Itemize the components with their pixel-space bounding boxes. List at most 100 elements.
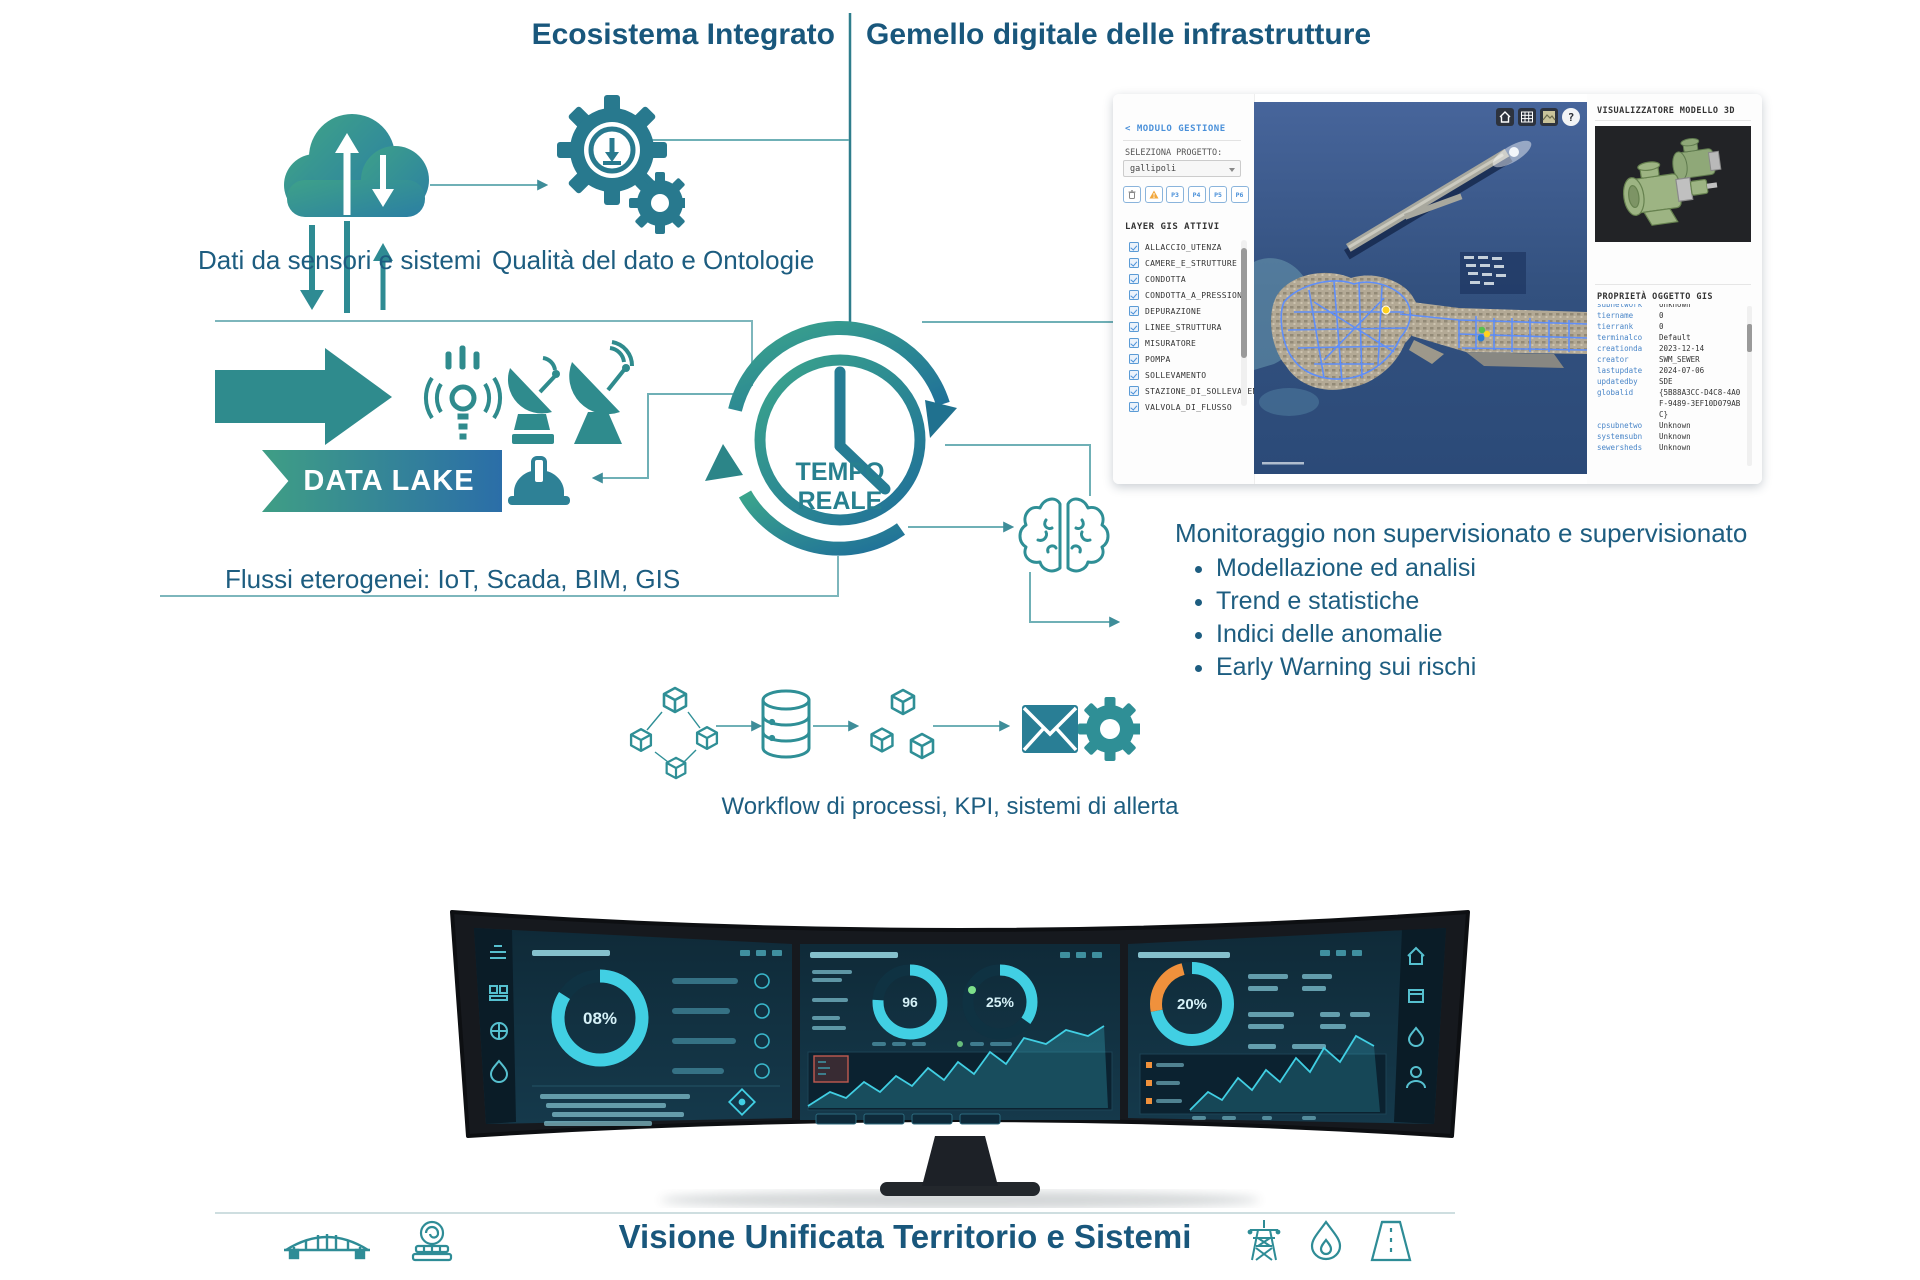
model-3d-viewport[interactable] — [1595, 126, 1751, 242]
basemap-button[interactable] — [1540, 108, 1558, 126]
checkbox-checked-icon[interactable] — [1129, 402, 1139, 412]
cloud-shape — [284, 114, 429, 217]
checkbox-checked-icon[interactable] — [1129, 274, 1139, 284]
hard-hat-icon — [508, 456, 570, 505]
checkbox-checked-icon[interactable] — [1129, 338, 1139, 348]
monitoring-title: Monitoraggio non supervisionato e superv… — [1175, 518, 1748, 548]
control-room-monitor: 08% 96 — [450, 910, 1470, 1208]
properties-scrollbar[interactable] — [1747, 306, 1752, 466]
layer-item[interactable]: DEPURAZIONE — [1129, 304, 1201, 318]
workflow-icons — [629, 686, 1140, 780]
trash-icon — [1128, 190, 1136, 199]
p5-button[interactable]: P5 — [1209, 186, 1227, 203]
alert-icon — [1149, 190, 1158, 199]
cloud-sync-icon — [284, 95, 685, 313]
project-select-label: SELEZIONA PROGETTO: — [1125, 148, 1223, 158]
checkbox-checked-icon[interactable] — [1129, 370, 1139, 380]
layer-item[interactable]: MISURATORE — [1129, 336, 1196, 350]
map-marina — [1460, 252, 1526, 294]
mail-alert-icon — [1022, 705, 1078, 753]
gis-right-panel: VISUALIZZATORE MODELLO 3D — [1587, 94, 1762, 484]
cloud-io-arrows — [300, 221, 393, 313]
realtime-cycle-icon: TEMPO REALE — [705, 320, 957, 556]
layer-label: DEPURAZIONE — [1145, 306, 1202, 316]
dashboard-screen-left: 08% — [474, 928, 792, 1126]
monitoring-bullet: Trend e statistiche — [1216, 585, 1476, 617]
map-scalebar — [1262, 462, 1304, 465]
brain-icon — [1018, 497, 1110, 573]
home-icon — [1499, 111, 1511, 123]
flows-label: Flussi eterogenei: IoT, Scada, BIM, GIS — [225, 564, 681, 594]
clock-hands — [834, 366, 891, 495]
gis-left-panel: < MODULO GESTIONE SELEZIONA PROGETTO: ga… — [1113, 94, 1267, 484]
home-button[interactable] — [1496, 108, 1514, 126]
checkbox-checked-icon[interactable] — [1129, 258, 1139, 268]
gis-app-window: < MODULO GESTIONE SELEZIONA PROGETTO: ga… — [1113, 94, 1762, 484]
checkbox-checked-icon[interactable] — [1129, 242, 1139, 252]
gear-icon — [1078, 697, 1140, 761]
layer-label: POMPA — [1145, 354, 1171, 364]
cube-stack-icon — [870, 688, 935, 760]
monitoring-bullet: Indici delle anomalie — [1216, 618, 1476, 650]
monitoring-bullet-list: Modellazione ed analisi Trend e statisti… — [1188, 552, 1476, 684]
cloud-inner-arrows — [335, 133, 394, 215]
layer-item[interactable]: SOLLEVAMENTO — [1129, 368, 1206, 382]
realtime-label-top: TEMPO — [796, 458, 885, 486]
back-link[interactable]: < MODULO GESTIONE — [1125, 124, 1226, 134]
checkbox-checked-icon[interactable] — [1129, 322, 1139, 332]
layer-item[interactable]: CONDOTTA — [1129, 272, 1186, 286]
layer-item[interactable]: STAZIONE_DI_SOLLEVAMENTO — [1129, 384, 1268, 398]
checkbox-checked-icon[interactable] — [1129, 306, 1139, 316]
trash-button[interactable] — [1123, 186, 1141, 203]
quality-label: Qualità del dato e Ontologie — [492, 245, 815, 275]
monitor-base — [880, 1182, 1040, 1196]
stats-block — [1248, 974, 1370, 1049]
checkbox-checked-icon[interactable] — [1129, 290, 1139, 300]
power-pylon-icon — [1247, 1220, 1281, 1261]
layer-item[interactable]: VALVOLA_DI_FLUSSO — [1129, 400, 1232, 414]
alert-button[interactable] — [1144, 186, 1163, 203]
project-select[interactable]: gallipoli — [1123, 160, 1241, 177]
p3-button[interactable]: P3 — [1166, 186, 1184, 203]
layer-label: CONDOTTA_A_PRESSIONE — [1145, 290, 1248, 300]
checkbox-checked-icon[interactable] — [1129, 386, 1139, 396]
grid-button[interactable] — [1518, 108, 1536, 126]
map-marker-yellow[interactable] — [1381, 305, 1391, 315]
iot-antenna-icon — [424, 345, 502, 440]
map-marker-cluster[interactable] — [1477, 326, 1491, 342]
cooling-tower-icon — [1370, 1220, 1412, 1262]
p6-button[interactable]: P6 — [1230, 186, 1249, 203]
workflow-caption: Workflow di processi, KPI, sistemi di al… — [721, 793, 1179, 820]
layer-item[interactable]: CONDOTTA_A_PRESSIONE — [1129, 288, 1247, 302]
donut-mid2-value: 25% — [986, 994, 1015, 1010]
bridge-icon — [284, 1234, 370, 1260]
footer-right-icons — [1247, 1220, 1412, 1262]
help-button[interactable]: ? — [1562, 108, 1580, 126]
p4-button[interactable]: P4 — [1187, 186, 1206, 203]
checkbox-checked-icon[interactable] — [1129, 354, 1139, 364]
map-pier — [1344, 140, 1532, 260]
gis-map-canvas[interactable]: ? — [1254, 102, 1587, 474]
water-drop-icon — [1310, 1220, 1342, 1261]
divider — [1123, 140, 1241, 141]
water-treatment-icon — [411, 1220, 453, 1262]
layer-label: CONDOTTA — [1145, 274, 1186, 284]
donut-left-value: 08% — [583, 1009, 617, 1028]
layer-item[interactable]: POMPA — [1129, 352, 1171, 366]
layer-item[interactable]: ALLACCIO_UTENZA — [1129, 240, 1222, 254]
donut-mid1-value: 96 — [902, 994, 918, 1010]
map-town-strip — [1412, 302, 1587, 354]
big-flow-arrow — [215, 348, 392, 445]
layer-item[interactable]: CAMERE_E_STRUTTURE — [1129, 256, 1237, 270]
layers-scrollbar[interactable] — [1241, 240, 1247, 406]
layer-item[interactable]: LINEE_STRUTTURA — [1129, 320, 1222, 334]
